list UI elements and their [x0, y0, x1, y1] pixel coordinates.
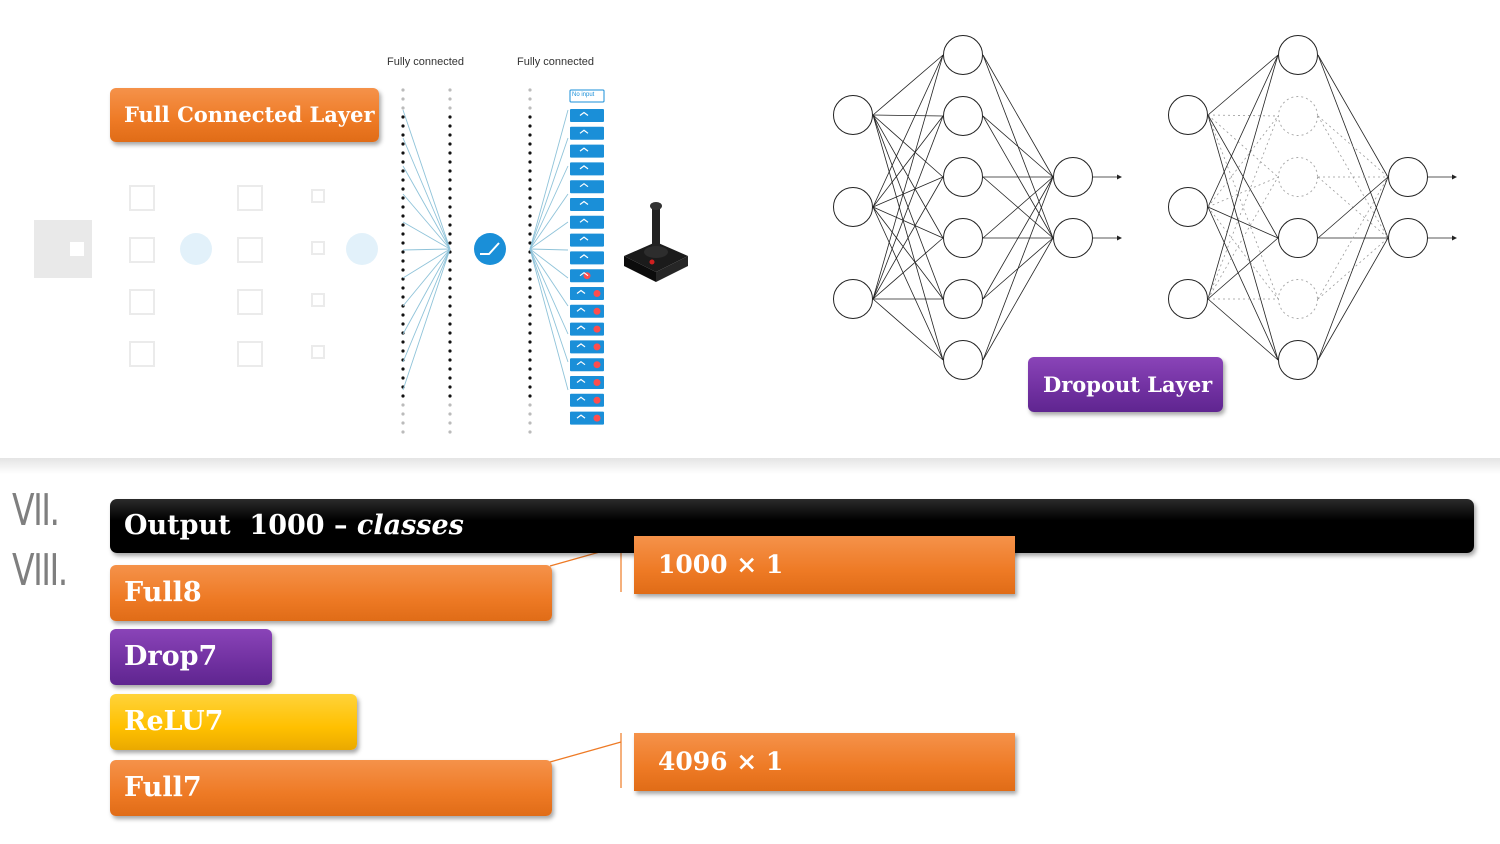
fc-dot-columns — [401, 88, 532, 434]
dropout-network — [1168, 35, 1457, 380]
drop7-layer: Drop7 — [110, 629, 272, 685]
roman-numeral-seven: VII. — [12, 485, 60, 536]
joystick-icon — [624, 202, 688, 282]
full-network — [833, 35, 1122, 380]
full7-layer: Full7 — [110, 760, 552, 816]
roman-numeral-eight: VIII. — [12, 545, 68, 596]
output-classes: classes — [356, 510, 464, 541]
full7-dimension-box: 4096 × 1 — [634, 733, 1015, 791]
action-button-column — [570, 109, 604, 425]
fully-connected-label-1: Fully connected — [387, 56, 465, 68]
full-connected-layer-label: Full Connected Layer — [110, 88, 379, 142]
output-dash: – — [333, 510, 348, 541]
fully-connected-label-2: Fully connected — [517, 56, 595, 68]
no-input-label: No input — [572, 92, 595, 98]
cnn-network-illustration — [34, 88, 605, 434]
section-divider — [0, 458, 1500, 474]
full8-dimension-box: 1000 × 1 — [634, 536, 1015, 594]
top-illustration-panel: Fully connected Fully connected No input… — [34, 35, 1457, 434]
relu7-layer: ReLU7 — [110, 694, 357, 750]
fc-fan-lines — [402, 109, 569, 391]
faded-conv-layers — [34, 185, 378, 367]
output-label: Output — [124, 510, 231, 541]
relu-activation-icon — [474, 233, 506, 265]
output-count: 1000 — [249, 510, 325, 541]
dim-connector-lines — [549, 538, 622, 788]
dropout-network-diagram — [833, 35, 1457, 380]
dropout-layer-label: Dropout Layer — [1028, 357, 1223, 412]
full8-layer: Full8 — [110, 565, 552, 621]
